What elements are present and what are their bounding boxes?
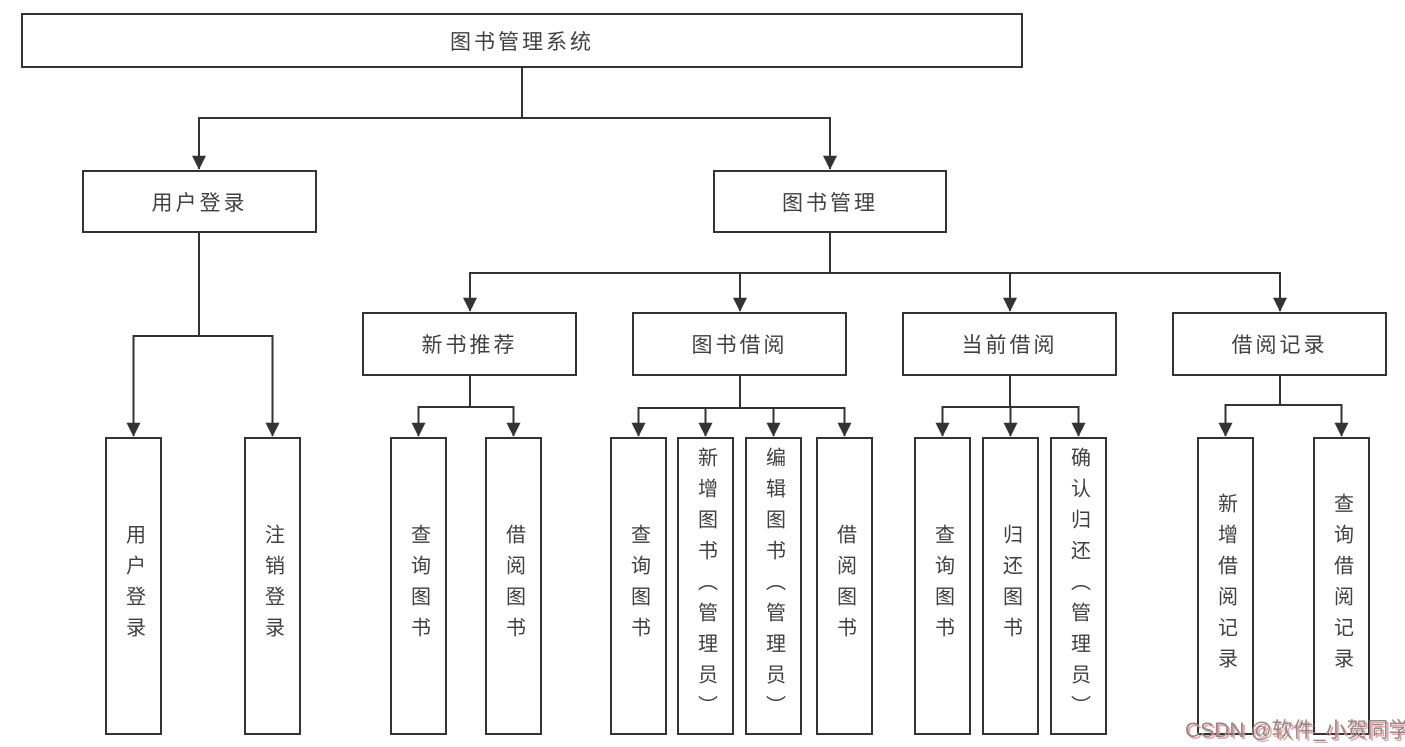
leaf-label: 用户登录 bbox=[122, 524, 145, 648]
leaf-user-login: 用户登录 bbox=[105, 437, 162, 735]
leaf-label: 查询图书 bbox=[627, 524, 650, 648]
node-book-management: 图书管理 bbox=[713, 170, 947, 233]
leaf-label: 编辑图书（管理员） bbox=[762, 446, 785, 726]
leaf-query-books-recommend: 查询图书 bbox=[390, 437, 447, 735]
leaf-label: 借阅图书 bbox=[502, 524, 525, 648]
leaf-add-book-admin: 新增图书（管理员） bbox=[677, 437, 734, 735]
leaf-query-books-current: 查询图书 bbox=[914, 437, 971, 735]
leaf-confirm-return-admin: 确认归还（管理员） bbox=[1050, 437, 1107, 735]
node-book-borrow: 图书借阅 bbox=[632, 312, 847, 376]
node-library-management-system: 图书管理系统 bbox=[21, 13, 1023, 68]
leaf-borrow-books: 借阅图书 bbox=[816, 437, 873, 735]
leaf-query-borrow-record: 查询借阅记录 bbox=[1313, 437, 1370, 735]
node-current-borrow: 当前借阅 bbox=[902, 312, 1117, 376]
leaf-label: 查询图书 bbox=[931, 524, 954, 648]
leaf-logout: 注销登录 bbox=[244, 437, 301, 735]
leaf-label: 确认归还（管理员） bbox=[1067, 446, 1090, 726]
leaf-return-book: 归还图书 bbox=[982, 437, 1039, 735]
leaf-label: 注销登录 bbox=[261, 524, 284, 648]
leaf-label: 借阅图书 bbox=[833, 524, 856, 648]
leaf-label: 查询图书 bbox=[407, 524, 430, 648]
node-new-book-recommend: 新书推荐 bbox=[362, 312, 577, 376]
leaf-borrow-books-recommend: 借阅图书 bbox=[485, 437, 542, 735]
leaf-label: 归还图书 bbox=[999, 524, 1022, 648]
csdn-watermark: CSDN @软件_小贺同学 bbox=[1185, 719, 1405, 742]
leaf-label: 新增图书（管理员） bbox=[694, 446, 717, 726]
leaf-label: 查询借阅记录 bbox=[1330, 493, 1353, 679]
node-borrow-records: 借阅记录 bbox=[1172, 312, 1387, 376]
leaf-add-borrow-record: 新增借阅记录 bbox=[1197, 437, 1254, 735]
leaf-query-books-borrow: 查询图书 bbox=[610, 437, 667, 735]
leaf-label: 新增借阅记录 bbox=[1214, 493, 1237, 679]
leaf-edit-book-admin: 编辑图书（管理员） bbox=[745, 437, 802, 735]
node-user-login: 用户登录 bbox=[82, 170, 317, 233]
